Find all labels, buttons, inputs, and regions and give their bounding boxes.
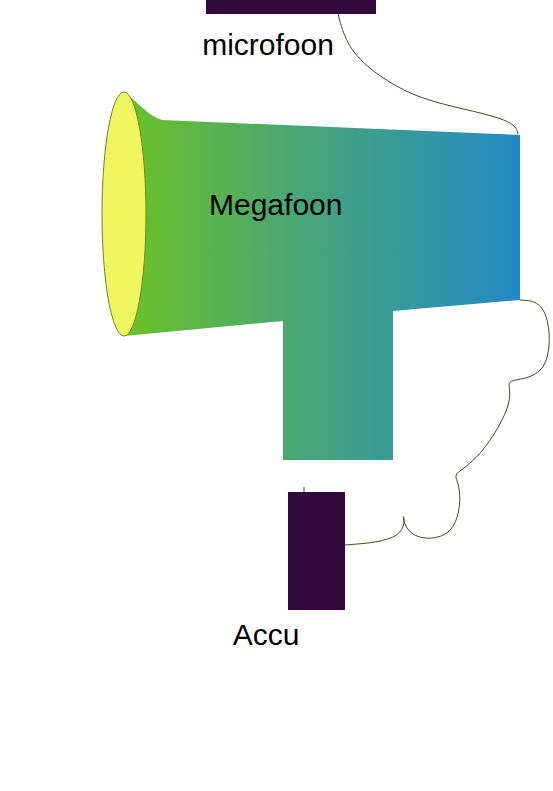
node-label: Megafoon xyxy=(209,190,342,220)
megaphone-shape: Megafoon xyxy=(100,90,522,462)
megaphone-outline xyxy=(100,90,522,462)
node-label: Accu xyxy=(233,620,300,650)
megaphone-body xyxy=(124,92,520,460)
megaphone-mouth xyxy=(102,92,146,336)
battery-box: Accu xyxy=(288,492,345,610)
node-label: microfoon xyxy=(202,30,334,60)
microphone-box: microfoon xyxy=(206,0,376,14)
wire xyxy=(338,14,518,134)
